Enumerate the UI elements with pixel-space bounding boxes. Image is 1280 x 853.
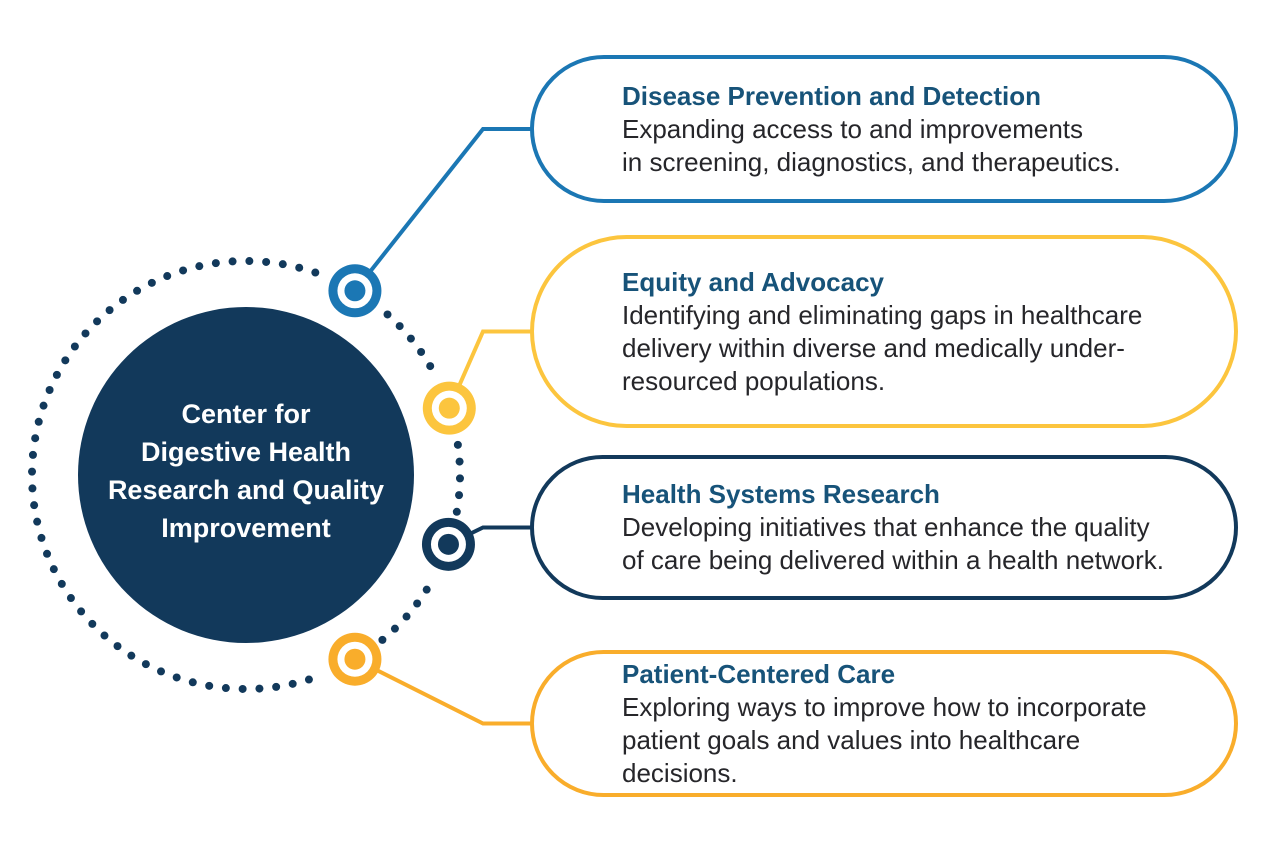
card-body-line: patient goals and values into healthcare… — [622, 724, 1081, 788]
card-equity-advocacy: Equity and Advocacy Identifying and elim… — [530, 235, 1238, 428]
card-body-line: Identifying and eliminating gaps in heal… — [622, 299, 1143, 330]
center-title-line: Improvement — [161, 513, 331, 543]
disease-prevention-node-icon — [328, 264, 382, 318]
card-body-line: Exploring ways to improve how to incorpo… — [622, 691, 1147, 722]
connector-equity-advocacy — [447, 329, 534, 409]
card-body-line: Expanding access to and improvements — [622, 113, 1084, 144]
card-patient-centered-care: Patient-Centered Care Exploring ways to … — [530, 650, 1238, 797]
card-disease-prevention: Disease Prevention and Detection Expandi… — [530, 55, 1238, 203]
card-body: Exploring ways to improve how to incorpo… — [622, 691, 1198, 790]
equity-advocacy-node-icon — [422, 381, 476, 435]
card-body: Expanding access to and improvements in … — [622, 113, 1198, 179]
card-body-line: resourced populations. — [622, 365, 886, 396]
card-title: Disease Prevention and Detection — [622, 80, 1042, 111]
card-title: Health Systems Research — [622, 479, 940, 509]
center-title: Center for Digestive Health Research and… — [108, 395, 384, 547]
card-body-line: delivery within diverse and medically un… — [622, 332, 1125, 363]
patient-centered-care-node-icon — [328, 632, 382, 686]
connector-disease-prevention — [353, 127, 534, 293]
center-title-line: Center for — [181, 399, 311, 429]
card-title: Patient-Centered Care — [622, 658, 896, 689]
center-circle: Center for Digestive Health Research and… — [78, 307, 414, 643]
card-body-line: in screening, diagnostics, and therapeut… — [622, 146, 1121, 177]
card-health-systems-research: Health Systems Research Developing initi… — [530, 455, 1238, 600]
dotted-ring — [28, 257, 464, 693]
health-systems-research-node-icon — [421, 517, 475, 571]
connector-patient-centered-care — [354, 657, 534, 726]
card-title: Equity and Advocacy — [622, 266, 884, 297]
center-title-line: Research and Quality — [107, 475, 385, 505]
card-body: Identifying and eliminating gaps in heal… — [622, 299, 1198, 398]
card-body-line: of care being delivered within a health … — [622, 545, 1164, 575]
card-body: Developing initiatives that enhance the … — [622, 511, 1198, 577]
center-title-line: Digestive Health — [140, 437, 352, 467]
card-body-line: Developing initiatives that enhance the … — [622, 512, 1150, 542]
